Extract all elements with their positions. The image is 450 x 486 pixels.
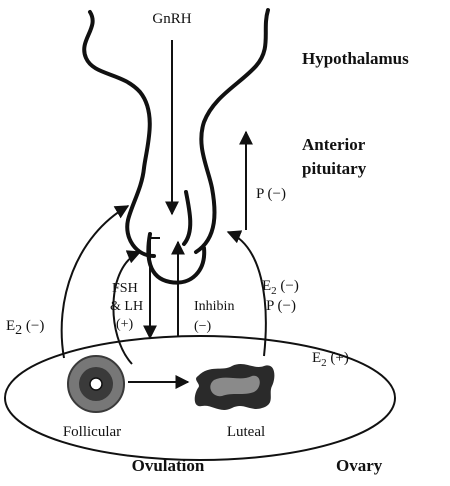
e2-positive-label: E2 (+): [312, 350, 349, 369]
gnrh-label: GnRH: [152, 11, 191, 27]
anterior-label: Anterior: [302, 135, 366, 154]
and-lh-label: & LH: [110, 299, 143, 314]
progesterone-negative-top-label: P (−): [256, 186, 286, 202]
pituitary-label: pituitary: [302, 159, 367, 178]
hypothalamus-right-contour: [196, 10, 268, 252]
ovary-label: Ovary: [336, 456, 383, 475]
fsh-lh-arrow: [150, 238, 160, 338]
fsh-lh-plus-label: (+): [116, 317, 134, 332]
inhibin-minus-label: (−): [194, 319, 212, 334]
pituitary-stalk-outline: [184, 192, 190, 244]
fsh-label: FSH: [112, 281, 138, 296]
luteal-label: Luteal: [227, 424, 265, 440]
hypothalamus-label: Hypothalamus: [302, 49, 409, 68]
inhibin-label: Inhibin: [194, 299, 234, 314]
e2-negative-right-label: E2 (−): [262, 278, 299, 297]
hypothalamus-left-contour: [84, 12, 154, 256]
progesterone-negative-right-label: P (−): [266, 298, 296, 314]
follicle-oocyte: [90, 378, 102, 390]
follicular-label: Follicular: [63, 424, 121, 440]
ovulation-label: Ovulation: [132, 456, 205, 475]
pituitary-gland-outline: [148, 234, 204, 283]
e2-negative-left-label: E2 (−): [6, 318, 44, 338]
